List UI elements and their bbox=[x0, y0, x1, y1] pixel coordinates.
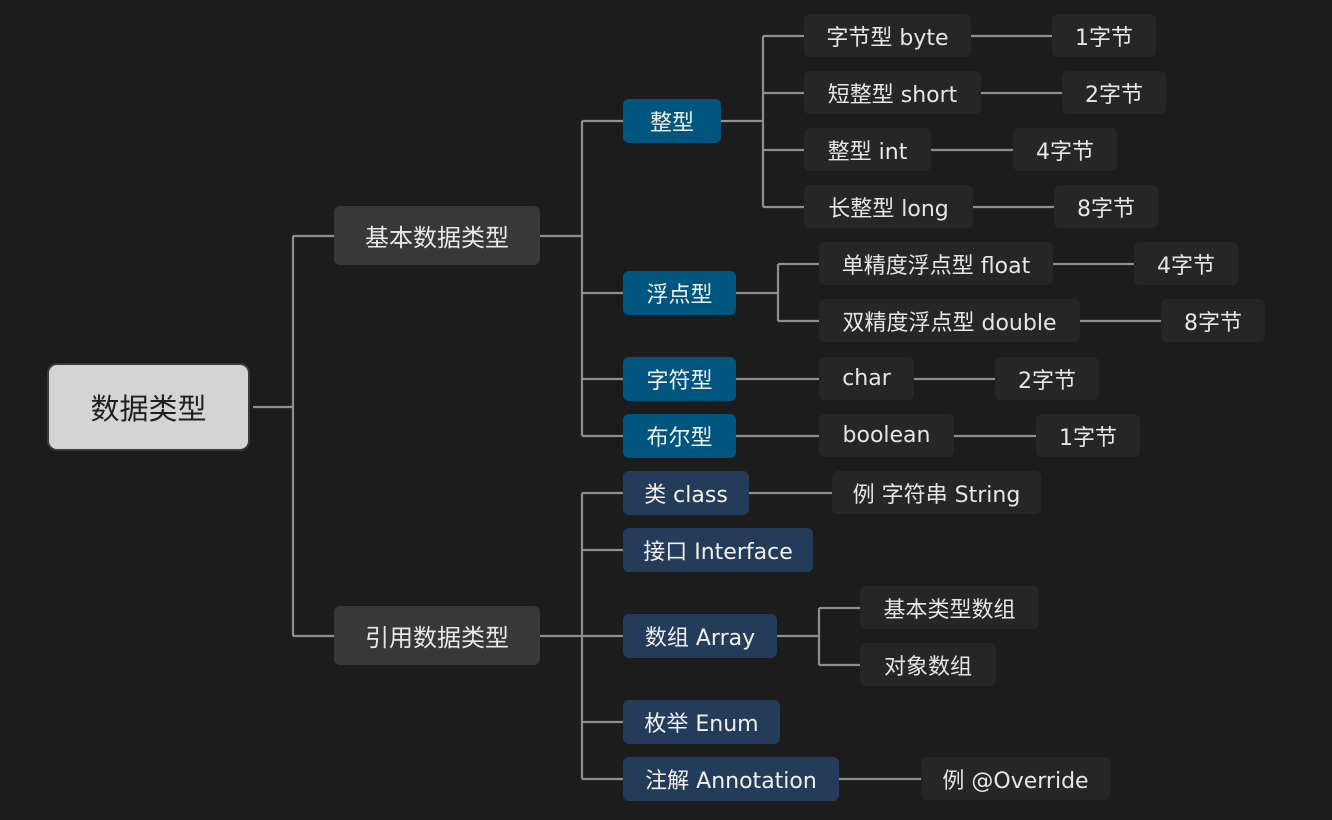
leaf-object-array[interactable]: 对象数组 bbox=[860, 643, 996, 686]
leaf-float[interactable]: 单精度浮点型 float bbox=[819, 242, 1053, 285]
leaf-primitive-array[interactable]: 基本类型数组 bbox=[860, 586, 1039, 629]
connector-basic bbox=[540, 119, 623, 438]
leaf-short[interactable]: 短整型 short bbox=[804, 71, 981, 114]
leaf-annotation-example[interactable]: 例 @Override bbox=[921, 757, 1110, 800]
node-interface[interactable]: 接口 Interface bbox=[623, 528, 813, 572]
node-basic-data-types[interactable]: 基本数据类型 bbox=[334, 206, 540, 265]
connector-reference-leaves bbox=[749, 491, 921, 781]
connector-root bbox=[253, 234, 334, 638]
leaf-long[interactable]: 长整型 long bbox=[804, 185, 973, 228]
leaf-double-size[interactable]: 8字节 bbox=[1161, 299, 1265, 342]
root-node[interactable]: 数据类型 bbox=[47, 363, 250, 451]
leaf-boolean[interactable]: boolean bbox=[819, 414, 954, 457]
leaf-byte-size[interactable]: 1字节 bbox=[1052, 14, 1156, 57]
node-char[interactable]: 字符型 bbox=[623, 357, 736, 401]
leaf-float-size[interactable]: 4字节 bbox=[1134, 242, 1238, 285]
leaf-int[interactable]: 整型 int bbox=[804, 128, 931, 171]
node-integer[interactable]: 整型 bbox=[623, 99, 721, 143]
connector-reference bbox=[540, 491, 623, 781]
leaf-int-size[interactable]: 4字节 bbox=[1013, 128, 1117, 171]
node-float[interactable]: 浮点型 bbox=[623, 271, 736, 315]
node-boolean[interactable]: 布尔型 bbox=[623, 414, 736, 458]
node-annotation[interactable]: 注解 Annotation bbox=[623, 757, 839, 801]
node-enum[interactable]: 枚举 Enum bbox=[623, 700, 780, 744]
leaf-short-size[interactable]: 2字节 bbox=[1062, 71, 1166, 114]
connector-integer bbox=[721, 34, 804, 209]
connector-integer-sizes bbox=[931, 34, 1062, 209]
connector-char-bool bbox=[736, 377, 1036, 438]
leaf-char[interactable]: char bbox=[819, 357, 914, 400]
leaf-double[interactable]: 双精度浮点型 double bbox=[819, 299, 1080, 342]
node-array[interactable]: 数组 Array bbox=[623, 614, 777, 658]
leaf-char-size[interactable]: 2字节 bbox=[995, 357, 1099, 400]
node-class[interactable]: 类 class bbox=[623, 471, 749, 515]
connector-float bbox=[736, 262, 1161, 323]
node-reference-data-types[interactable]: 引用数据类型 bbox=[334, 606, 540, 665]
leaf-class-example[interactable]: 例 字符串 String bbox=[832, 471, 1041, 514]
leaf-byte[interactable]: 字节型 byte bbox=[804, 14, 971, 57]
leaf-long-size[interactable]: 8字节 bbox=[1054, 185, 1158, 228]
leaf-boolean-size[interactable]: 1字节 bbox=[1036, 414, 1140, 457]
